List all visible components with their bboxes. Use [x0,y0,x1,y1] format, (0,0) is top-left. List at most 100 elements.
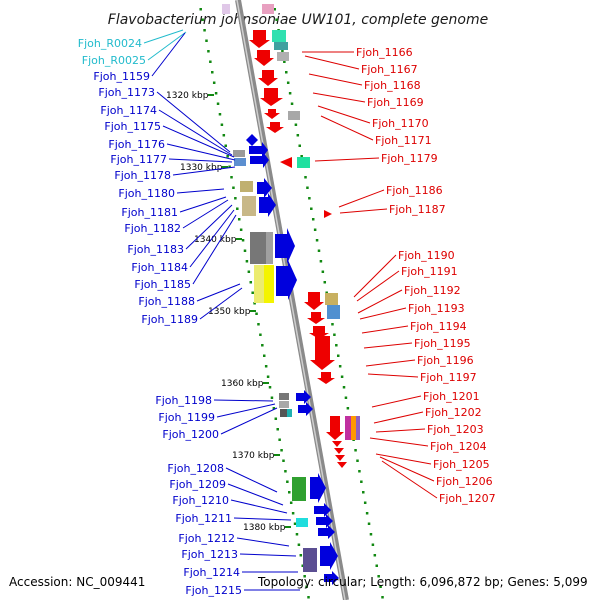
gene-label[interactable]: Fjoh_1168 [364,79,421,92]
gene-block-teal [297,157,310,168]
gene-label[interactable]: Fjoh_1179 [381,152,438,165]
gene-label[interactable]: Fjoh_1201 [423,390,480,403]
gene-label[interactable]: Fjoh_1185 [134,278,191,291]
gene-block-violet [356,416,360,440]
track-dot [278,438,281,441]
gene-block-lightblue [327,305,340,319]
gene-label[interactable]: Fjoh_1170 [372,117,429,130]
kbp-label-1350: 1350 kbp [208,307,251,317]
track-dot [274,417,278,420]
leader-line [172,166,236,176]
gene-label[interactable]: Fjoh_1208 [167,462,224,475]
gene-arrow-red [317,372,335,384]
gene-arrow-blue [320,542,338,570]
gene-label[interactable]: Fjoh_1180 [118,187,175,200]
gene-label[interactable]: Fjoh_1186 [386,184,443,197]
gene-label[interactable]: Fjoh_1177 [110,153,167,166]
gene-block-grey [266,232,273,264]
track-dot [306,186,309,189]
gene-label[interactable]: Fjoh_1189 [141,313,198,326]
track-dot [379,585,382,588]
gene-label[interactable]: Fjoh_1191 [401,265,458,278]
gene-label[interactable]: Fjoh_R0025 [82,54,146,67]
gene-label[interactable]: Fjoh_1204 [430,440,487,453]
gene-arrow-blue [314,503,331,517]
gene-label[interactable]: Fjoh_1209 [169,478,226,491]
track-dot [295,533,299,536]
gene-label[interactable]: Fjoh_1174 [100,104,157,117]
gene-label[interactable]: Fjoh_1215 [185,584,242,597]
gene-label[interactable]: Fjoh_1205 [433,458,490,471]
leader-line [304,55,360,70]
gene-label[interactable]: Fjoh_1214 [183,566,240,579]
gene-label[interactable]: Fjoh_1198 [155,394,212,407]
gene-label[interactable]: Fjoh_1212 [178,532,235,545]
gene-label[interactable]: Fjoh_1194 [410,320,467,333]
gene-block-top-left [222,4,230,14]
gene-label[interactable]: Fjoh_1207 [439,492,496,505]
track-dot [338,365,342,368]
gene-label[interactable]: Fjoh_1200 [162,428,219,441]
track-dot [262,354,266,357]
gene-label[interactable]: Fjoh_1159 [93,70,150,83]
gene-label[interactable]: Fjoh_1206 [436,475,493,488]
leader-line [317,105,371,124]
forward-gene-labels: Fjoh_R0024Fjoh_R0025Fjoh_1159Fjoh_1173Fj… [78,37,242,597]
gene-label[interactable]: Fjoh_1175 [104,120,161,133]
track-dot [209,60,212,63]
gene-label[interactable]: Fjoh_1183 [127,243,184,256]
gene-arrow-blue [296,390,311,404]
leader-line [158,109,233,156]
gene-label[interactable]: Fjoh_1184 [131,261,188,274]
gene-label[interactable]: Fjoh_1173 [98,86,155,99]
gene-label[interactable]: Fjoh_1181 [121,206,178,219]
gene-label[interactable]: Fjoh_1166 [356,46,413,59]
gene-label[interactable]: Fjoh_1193 [408,302,465,315]
leader-line [371,395,422,408]
gene-arrow-red [310,336,335,370]
gene-label[interactable]: Fjoh_1190 [398,249,455,262]
gene-label[interactable]: Fjoh_1192 [404,284,461,297]
map-summary-text: Topology: circular; Length: 6,096,872 bp… [257,575,588,589]
track-dot [319,260,323,263]
gene-label[interactable]: Fjoh_1202 [425,406,482,419]
track-dot [308,197,311,200]
gene-label[interactable]: Fjoh_1187 [389,203,446,216]
leader-line [192,214,237,285]
track-dot [237,218,241,221]
track-dot [296,134,300,137]
gene-label[interactable]: Fjoh_1203 [427,423,484,436]
track-dot [232,186,235,189]
gene-label[interactable]: Fjoh_1213 [181,548,238,561]
gene-label[interactable]: Fjoh_1169 [367,96,424,109]
gene-label[interactable]: Fjoh_1182 [124,222,181,235]
track-dot [373,554,377,557]
gene-label[interactable]: Fjoh_1171 [375,134,432,147]
track-dot [340,375,344,378]
right-label-leader-lines [302,51,438,499]
gene-label[interactable]: Fjoh_1195 [414,337,471,350]
leader-line [189,209,235,268]
gene-label[interactable]: Fjoh_1199 [158,411,215,424]
gene-label[interactable]: Fjoh_R0024 [78,37,142,50]
leader-line [225,467,278,493]
gene-arrow-red [326,416,344,440]
track-dot [371,543,375,546]
gene-arrow-blue [310,473,326,503]
leader-line [320,115,374,141]
gene-label[interactable]: Fjoh_1211 [175,512,232,525]
gene-label[interactable]: Fjoh_1188 [138,295,195,308]
gene-label[interactable]: Fjoh_1178 [114,169,171,182]
gene-label[interactable]: Fjoh_1167 [361,63,418,76]
gene-arrow-red [280,157,292,168]
gene-block-darkgrey [279,393,289,400]
leader-line [151,32,186,77]
gene-label[interactable]: Fjoh_1196 [417,354,474,367]
gene-label[interactable]: Fjoh_1176 [108,138,165,151]
gene-block-darkgrey [280,409,287,417]
gene-label[interactable]: Fjoh_1210 [172,494,229,507]
leader-line [220,407,278,435]
gene-label[interactable]: Fjoh_1197 [420,371,477,384]
gene-block-darkgrey [250,232,266,264]
